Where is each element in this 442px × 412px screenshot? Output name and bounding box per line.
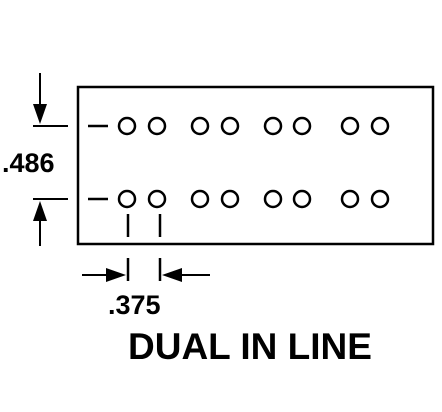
diagram-caption: DUAL IN LINE xyxy=(128,326,372,367)
bottom-pin-8 xyxy=(370,189,390,209)
top-pin-3 xyxy=(190,116,210,136)
bottom-pin-4 xyxy=(220,189,240,209)
top-pin-8 xyxy=(370,116,390,136)
arrow-head-left xyxy=(162,268,182,282)
top-pin-4 xyxy=(220,116,240,136)
top-pin-row xyxy=(117,116,390,136)
bottom-pin-6 xyxy=(292,189,312,209)
pin-spacing-dimension: .375 xyxy=(82,214,210,320)
package-outline xyxy=(76,85,435,246)
bottom-pin-1 xyxy=(117,189,137,209)
top-pin-6 xyxy=(292,116,312,136)
arrow-head-up xyxy=(33,201,47,221)
arrow-head-down xyxy=(33,104,47,124)
arrow-head-right xyxy=(106,268,126,282)
bottom-pin-3 xyxy=(190,189,210,209)
bottom-pin-2 xyxy=(147,189,167,209)
bottom-pin-row xyxy=(117,189,390,209)
bottom-pin-7 xyxy=(340,189,360,209)
pin-spacing-label: .375 xyxy=(108,290,161,320)
top-pin-7 xyxy=(340,116,360,136)
top-pin-5 xyxy=(263,116,283,136)
bottom-pin-5 xyxy=(263,189,283,209)
row-spacing-dimension: .486 xyxy=(2,73,68,246)
row-spacing-label: .486 xyxy=(2,148,55,178)
top-pin-2 xyxy=(147,116,167,136)
top-pin-1 xyxy=(117,116,137,136)
